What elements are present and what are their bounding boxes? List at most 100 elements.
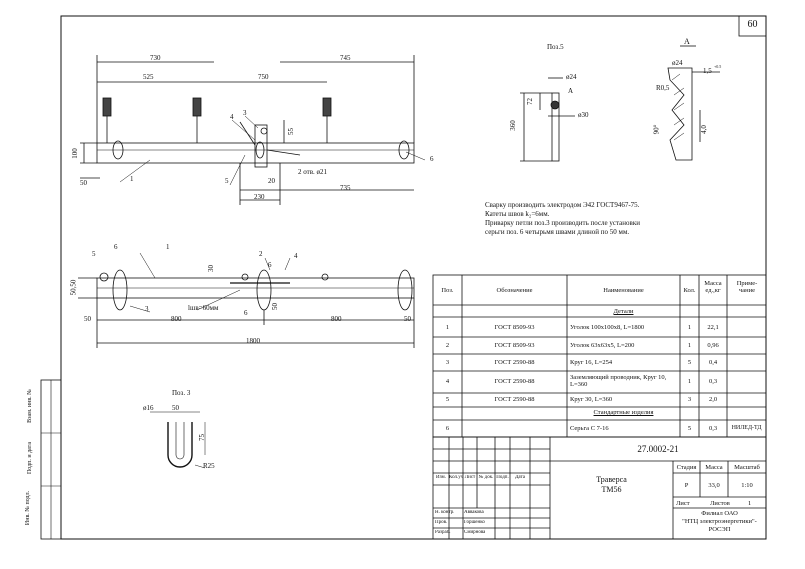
plan-pos-5: 5 — [92, 250, 96, 258]
doc-number: 27.0002-21 — [637, 445, 679, 454]
section-a-r05: R0,5 — [656, 84, 670, 92]
spec-row-pos: 2 — [445, 342, 450, 349]
dim-750: 750 — [258, 73, 269, 81]
mass-value: 33,0 — [708, 482, 720, 489]
section-a-sup: +0.5 — [714, 64, 722, 69]
spec-row-pos: 6 — [445, 425, 450, 432]
spec-group-details: Детали — [613, 308, 634, 315]
name-prov: Горшенко — [464, 520, 485, 525]
top-elevation-view — [80, 55, 426, 205]
spec-row-designation: ГОСТ 2590-88 — [494, 396, 535, 403]
note-line: серьги поз. 6 четырьмя швами длиной по 5… — [485, 228, 630, 236]
spec-group-std: Стандартные изделия — [593, 409, 654, 416]
org-line2: "НТЦ электроэнергетики"- — [682, 518, 757, 525]
pos3-r25: R25 — [203, 462, 215, 470]
section-a-d24: ø24 — [672, 59, 683, 67]
spec-row-designation: ГОСТ 8509-93 — [494, 342, 535, 349]
pos3-d16: ø16 — [143, 404, 154, 412]
col-kol-uch: Кол.уч. — [449, 475, 463, 480]
doc-title-line1: Траверса — [596, 476, 627, 484]
plan-pos-6a: 6 — [114, 243, 118, 251]
spec-row-pos: 3 — [445, 359, 450, 366]
dim-100: 100 — [70, 148, 79, 159]
pos-6-label: 6 — [430, 155, 434, 163]
spec-row-name: Круг 16, L=254 — [570, 359, 613, 366]
pos-3-label: 3 — [243, 109, 247, 117]
dim-745: 745 — [340, 54, 351, 62]
spec-row-note: НИЛЕД-ТД — [731, 425, 762, 431]
plan-dim-800b: 800 — [331, 315, 342, 323]
org-line1: Филиал ОАО — [701, 510, 738, 517]
plan-pos-4: 4 — [294, 252, 298, 260]
plan-view — [78, 252, 415, 348]
mass-label: Масса — [705, 464, 723, 471]
spec-header-name: Наименование — [603, 287, 644, 294]
col-list: Лист — [464, 475, 476, 480]
stamp-podp-data: Подп. и дата — [27, 441, 34, 475]
col-podp: Подп. — [496, 475, 509, 480]
spec-row-qty: 1 — [687, 324, 692, 331]
welding-notes: Сварку производить электродом Э42 ГОСТ94… — [485, 201, 640, 237]
spec-header-pos: Поз. — [441, 287, 454, 294]
pos5-d72: 72 — [526, 98, 534, 105]
section-a-view — [667, 45, 720, 161]
plan-pos-6b: 6 — [244, 309, 248, 317]
spec-row-qty: 3 — [687, 396, 692, 403]
holes-label: 2 отв. ø21 — [298, 168, 328, 176]
spec-row-qty: 5 — [687, 359, 692, 366]
title-block-grid — [432, 436, 767, 540]
note-line: Сварку производить электродом Э42 ГОСТ94… — [485, 201, 640, 209]
pos5-d24: ø24 — [566, 73, 577, 81]
spec-row-qty: 5 — [687, 425, 692, 432]
spec-row-pos: 5 — [445, 396, 450, 403]
pos3-detail-view — [150, 411, 206, 469]
pos5-d30: ø30 — [578, 111, 589, 119]
pos-5-label: 5 — [225, 177, 229, 185]
spec-row-pos: 1 — [445, 324, 450, 331]
pos5-a-mark: А — [568, 87, 574, 95]
spec-row-mass: 0,3 — [708, 378, 718, 385]
pos-4-label: 4 — [230, 113, 234, 121]
pos5-title: Поз.5 — [547, 43, 564, 51]
spec-row-mass: 0,3 — [708, 425, 718, 432]
spec-row-designation: ГОСТ 8509-93 — [494, 324, 535, 331]
plan-weld-length: lшв=60мм — [188, 304, 219, 312]
plan-dim-50b: 50 — [404, 315, 411, 323]
spec-row-mass: 0,4 — [708, 359, 718, 366]
pos3-d50: 50 — [172, 404, 179, 412]
pos5-detail-view — [520, 77, 575, 162]
pos5-d360: 360 — [508, 120, 517, 131]
org-line3: РОСЭП — [708, 526, 731, 533]
spec-row-name: Заземляющий проводник, Круг 10, L=360 — [570, 374, 667, 389]
sheet-label: Лист — [676, 500, 690, 507]
spec-row-name: Уголок 100х100х8, L=1800 — [570, 324, 645, 331]
plan-dim-30: 30 — [207, 265, 215, 272]
col-doc: № док. — [478, 475, 494, 480]
section-a-d40: 4,0 — [699, 125, 708, 134]
dim-230: 230 — [254, 193, 265, 201]
plan-pos-1: 1 — [166, 243, 170, 251]
stage-label: Стадия — [676, 464, 697, 471]
note-line: Катеты швов k₂=6мм. — [485, 210, 550, 218]
spec-row-name: Серьга С 7-16 — [570, 425, 609, 432]
dim-525: 525 — [143, 73, 154, 81]
scale-value: 1:10 — [741, 482, 753, 489]
dim-20: 20 — [268, 177, 275, 185]
spec-row-designation: ГОСТ 2590-88 — [494, 359, 535, 366]
doc-title-line2: ТМ56 — [601, 486, 622, 494]
dim-55: 55 — [287, 128, 295, 135]
role-prov: Пров. — [435, 520, 448, 525]
spec-row-pos: 4 — [445, 378, 450, 385]
sheets-label: Листов — [710, 500, 730, 507]
pos3-d75: 75 — [198, 434, 206, 441]
spec-row-mass: 0,96 — [707, 342, 719, 349]
plan-dim-800a: 800 — [171, 315, 182, 323]
spec-header-mass: Масса ед.,кг — [704, 280, 722, 295]
stage-value: Р — [684, 482, 689, 489]
scale-label: Масштаб — [734, 464, 760, 471]
spec-row-designation: ГОСТ 2590-88 — [494, 378, 535, 385]
col-izm: Изм. — [436, 475, 446, 480]
name-n-kontr: Аввакова — [464, 510, 484, 515]
spec-table-grid — [432, 274, 767, 438]
